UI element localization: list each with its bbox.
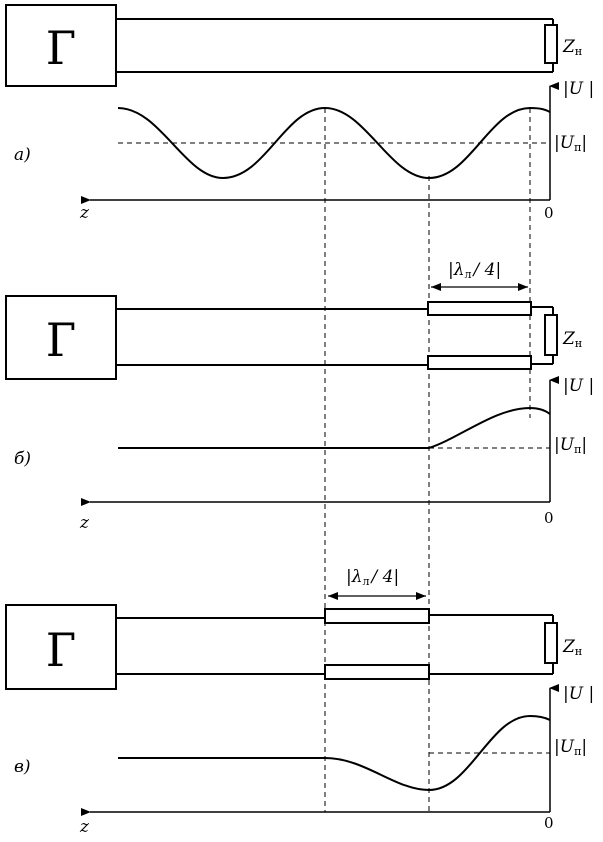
generator-box (5, 295, 117, 380)
load-label: Zн (562, 37, 582, 58)
generator-box (5, 604, 117, 690)
origin-label: 0 (544, 204, 554, 222)
generator-symbol: Г (46, 21, 76, 75)
generator-symbol: Г (46, 623, 76, 677)
panel-a-letter: а) (14, 145, 31, 165)
quarter-wave-section-bottom (324, 664, 430, 680)
load-resistor (544, 622, 558, 664)
load-resistor (544, 314, 558, 356)
z-axis-label: z (79, 203, 90, 223)
panel-c-letter: в) (14, 757, 31, 777)
panel-a: Г Zн |U | |Uп| z 0 а) (5, 4, 594, 223)
voltage-curve-transformer-mid (118, 714, 551, 792)
quarter-wave-label: |λл/ 4| (346, 567, 399, 588)
load-label: Zн (562, 637, 582, 658)
u-ref-label: |Uп| (554, 435, 587, 456)
z-axis-label: z (79, 817, 90, 837)
u-axis-label: |U | (563, 684, 594, 704)
panel-c: Г Zн |λл/ 4| |U | |Uп| z 0 в) (5, 567, 594, 837)
u-ref-label: |Uп| (554, 737, 587, 758)
alignment-guides (324, 108, 531, 812)
u-ref-label: |Uп| (554, 133, 587, 154)
generator-box (5, 4, 117, 87)
origin-label: 0 (544, 509, 554, 527)
u-axis-label: |U | (563, 79, 594, 99)
load-label: Zн (562, 329, 582, 350)
quarter-wave-section-bottom (427, 355, 532, 370)
load-resistor (544, 24, 558, 64)
origin-label: 0 (544, 814, 554, 832)
quarter-wave-label: |λл/ 4| (448, 260, 501, 281)
voltage-curve-standing-wave (117, 106, 551, 180)
panel-b: Г Zн |λл/ 4| |U | |Uп| z 0 б) (5, 260, 594, 533)
quarter-wave-section-top (427, 301, 532, 316)
generator-symbol: Г (46, 313, 76, 367)
quarter-wave-section-top (324, 608, 430, 624)
voltage-curve-matched (118, 406, 551, 449)
z-axis-label: z (79, 513, 90, 533)
u-axis-label: |U | (563, 376, 594, 396)
panel-b-letter: б) (14, 449, 31, 469)
